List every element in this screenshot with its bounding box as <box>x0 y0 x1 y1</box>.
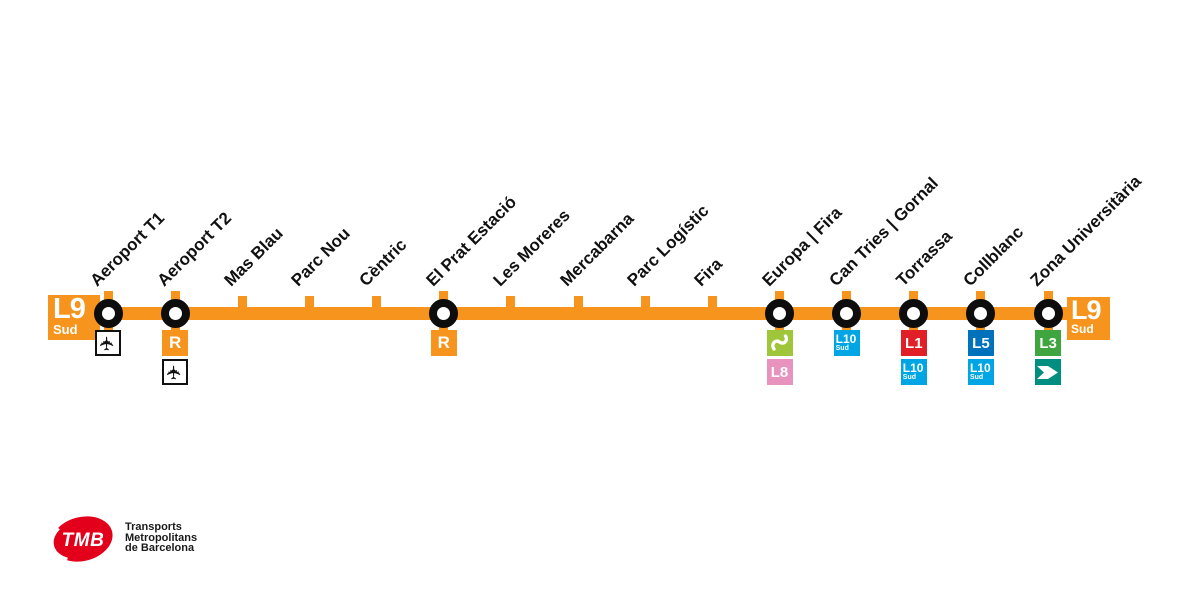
caption-line: Transports <box>125 521 182 533</box>
station-connections: L3 <box>1035 330 1062 385</box>
caption-line: de Barcelona <box>125 542 195 554</box>
station-tick <box>304 296 314 308</box>
station-marker <box>1033 299 1063 328</box>
station-connections: R <box>430 330 457 356</box>
station-label: Zona Universitària <box>1026 171 1145 290</box>
station-marker <box>429 299 459 328</box>
station-tick <box>506 296 516 308</box>
tmb-logo: TMB <box>50 516 113 562</box>
line-badge-label: L10 <box>835 332 857 346</box>
line-badge-l3: L3 <box>1035 330 1062 356</box>
station-label: Can Tries | Gornal <box>825 173 942 290</box>
station-marker <box>899 299 929 328</box>
line-badge-sublabel: Sud <box>835 345 849 352</box>
rodalies-icon: R <box>430 330 457 356</box>
airplane-glyph: ✈ <box>97 335 119 351</box>
line-badge-l8: L8 <box>766 359 793 385</box>
station-label: Parc Nou <box>288 223 355 290</box>
line-badge-sublabel: Sud <box>902 374 917 381</box>
station-tick <box>372 296 382 308</box>
line-number: L9 <box>1071 295 1102 325</box>
line-badge-label: L10 <box>902 361 924 375</box>
station-tick <box>707 296 717 308</box>
line-number: L9 <box>53 293 86 325</box>
tmb-caption: Transports Metropolitans de Barcelona <box>125 522 197 554</box>
station-marker <box>765 299 794 328</box>
station-label: Fira <box>690 254 727 290</box>
svg-text:TMB: TMB <box>62 530 105 551</box>
station-label: Collblanc <box>959 222 1028 290</box>
station-tick <box>640 296 650 308</box>
line-badge-label: L10 <box>969 361 991 375</box>
caption-line: Metropolitans <box>125 531 198 544</box>
line-variant: Sud <box>1071 322 1094 336</box>
station-label: Torrassa <box>892 226 956 290</box>
line-badge-l5: L5 <box>967 330 994 356</box>
airplane-glyph: ✈ <box>164 364 186 380</box>
station-marker <box>832 299 862 328</box>
station-marker <box>93 299 123 328</box>
station-connections: L8 <box>766 330 793 385</box>
station-label: Cèntric <box>355 235 411 290</box>
tmb-footer: TMB Transports Metropolitans de Barcelon… <box>50 511 197 567</box>
station-tick <box>237 296 247 308</box>
station-marker <box>966 299 996 328</box>
airport-icon: ✈ <box>162 359 189 385</box>
tram-icon <box>1035 359 1062 385</box>
fgc-icon <box>766 330 793 356</box>
line-variant: Sud <box>53 322 78 337</box>
rodalies-icon: R <box>162 330 189 356</box>
station-connections: R✈ <box>162 330 189 385</box>
station-label: Mas Blau <box>220 223 288 290</box>
metro-line <box>95 307 1067 320</box>
airport-icon: ✈ <box>95 330 121 356</box>
line-terminus-badge-right: L9 Sud <box>1067 297 1110 340</box>
line-terminus-badge-left: L9 Sud <box>48 295 100 340</box>
station-marker <box>160 299 190 328</box>
line-badge-l1: L1 <box>900 330 927 356</box>
station-connections: ✈ <box>95 330 121 356</box>
station-tick <box>573 296 583 308</box>
line-badge-sublabel: Sud <box>969 374 984 381</box>
